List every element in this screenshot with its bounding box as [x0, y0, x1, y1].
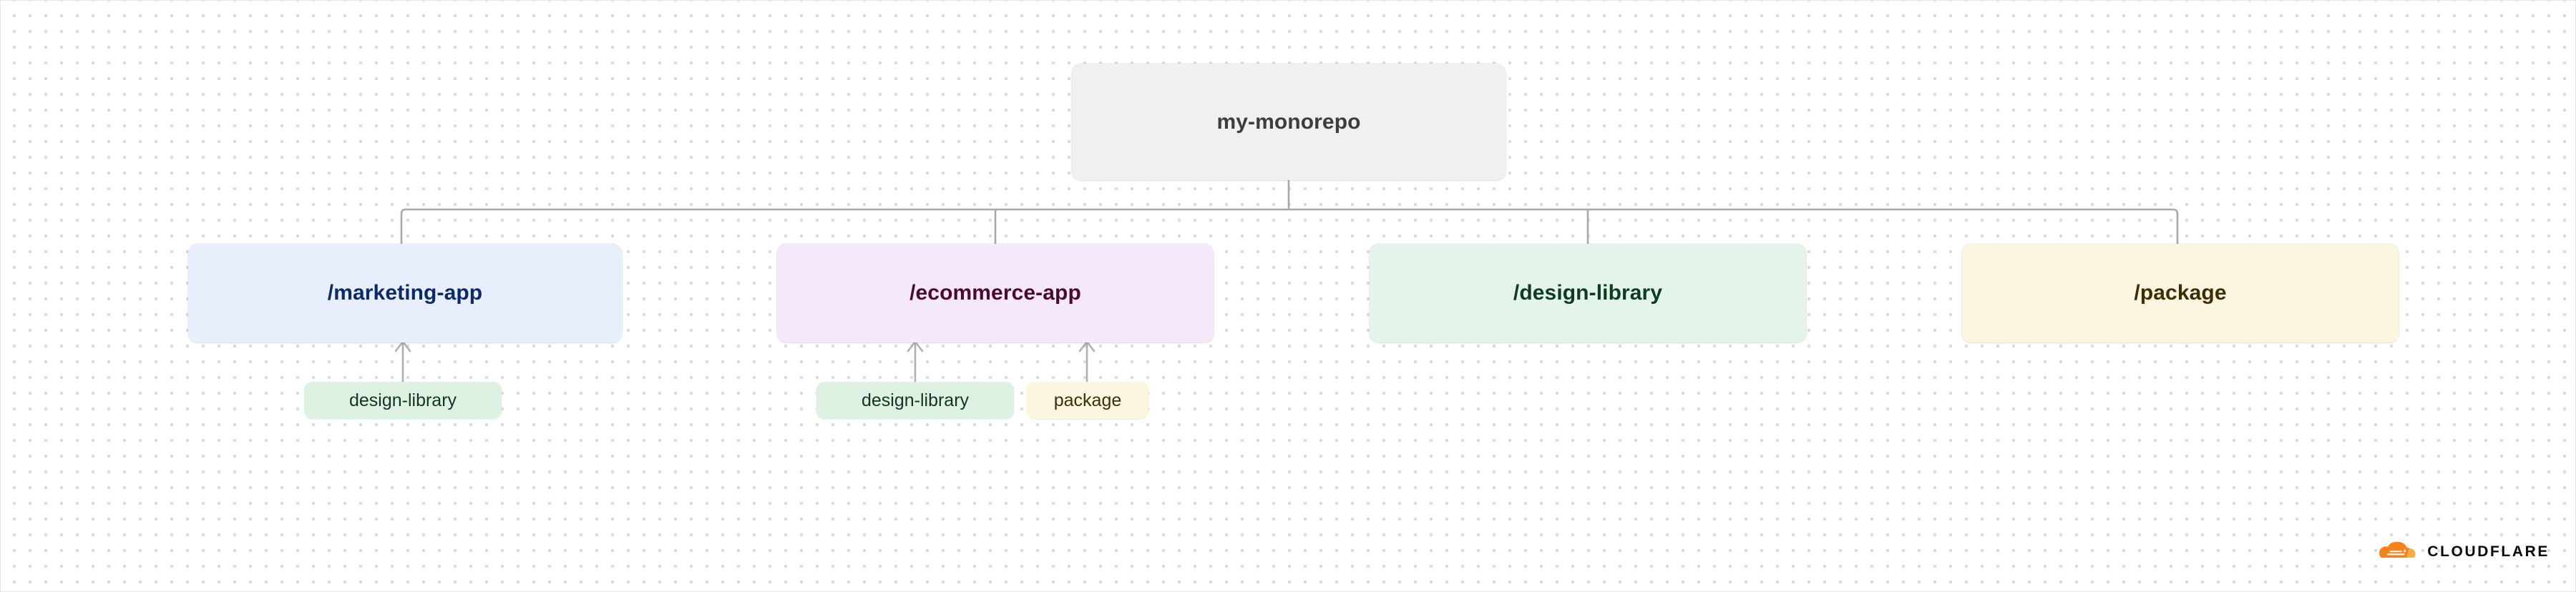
- arrowhead-ecommerce-package: [1078, 340, 1096, 352]
- node-root[interactable]: my-monorepo: [1072, 64, 1506, 180]
- dependency-pill-marketing-design-library[interactable]: design-library: [304, 382, 502, 419]
- arrowhead-ecommerce-design-library: [907, 340, 924, 352]
- node-marketing-app[interactable]: /marketing-app: [188, 244, 622, 342]
- cloudflare-wordmark: CLOUDFLARE: [2427, 543, 2550, 560]
- node-ecommerce-app[interactable]: /ecommerce-app: [777, 244, 1214, 342]
- node-design-library[interactable]: /design-library: [1370, 244, 1806, 342]
- dependency-pill-label: design-library: [348, 390, 457, 410]
- dependency-pill-ecommerce-package[interactable]: package: [1027, 382, 1148, 419]
- node-marketing-app-label: /marketing-app: [327, 281, 483, 305]
- node-root-label: my-monorepo: [1216, 109, 1361, 134]
- wire-bus: [400, 208, 2179, 245]
- cloudflare-cloud-icon: [2379, 542, 2416, 558]
- node-design-library-label: /design-library: [1513, 281, 1663, 305]
- dependency-pill-label: package: [1053, 390, 1122, 410]
- cloudflare-logo: CLOUDFLARE: [2376, 540, 2550, 564]
- node-ecommerce-app-label: /ecommerce-app: [909, 281, 1081, 305]
- arrowhead-marketing-design-library: [394, 340, 411, 352]
- node-package-label: /package: [2134, 281, 2227, 305]
- dependency-pill-label: design-library: [861, 390, 970, 410]
- node-package[interactable]: /package: [1962, 244, 2399, 342]
- dependency-pill-ecommerce-design-library[interactable]: design-library: [816, 382, 1014, 419]
